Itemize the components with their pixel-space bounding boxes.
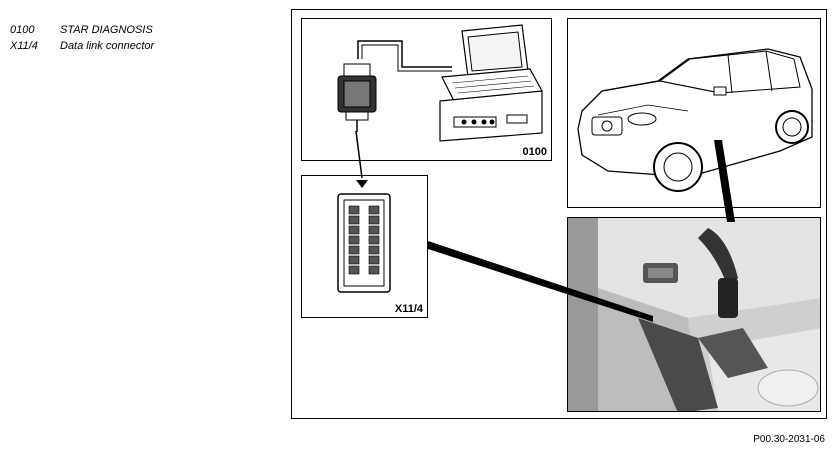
figure-code: P00.30-2031-06 xyxy=(753,434,825,445)
legend-code: X11/4 xyxy=(10,40,38,52)
diagram-frame xyxy=(291,9,827,419)
legend-text: Data link connector xyxy=(60,40,155,52)
legend: 0100 STAR DIAGNOSIS X11/4 Data link conn… xyxy=(10,22,154,54)
diagnosis-label: 0100 xyxy=(522,146,547,158)
diagnosis-illustration xyxy=(337,24,543,142)
connector-label: X11/4 xyxy=(394,303,423,315)
footwell-photo xyxy=(567,217,821,412)
vehicle-panel xyxy=(567,18,821,208)
vehicle-illustration xyxy=(577,48,813,192)
legend-code: 0100 xyxy=(10,24,35,36)
connector-illustration xyxy=(337,193,391,293)
legend-row-0100: 0100 STAR DIAGNOSIS xyxy=(10,22,154,38)
footwell-illustration xyxy=(568,218,820,411)
legend-row-x11-4: X11/4 Data link connector xyxy=(10,38,154,54)
connector-panel: X11/4 xyxy=(301,175,428,318)
diagnosis-panel: 0100 xyxy=(301,18,552,161)
legend-text: STAR DIAGNOSIS xyxy=(60,24,153,36)
